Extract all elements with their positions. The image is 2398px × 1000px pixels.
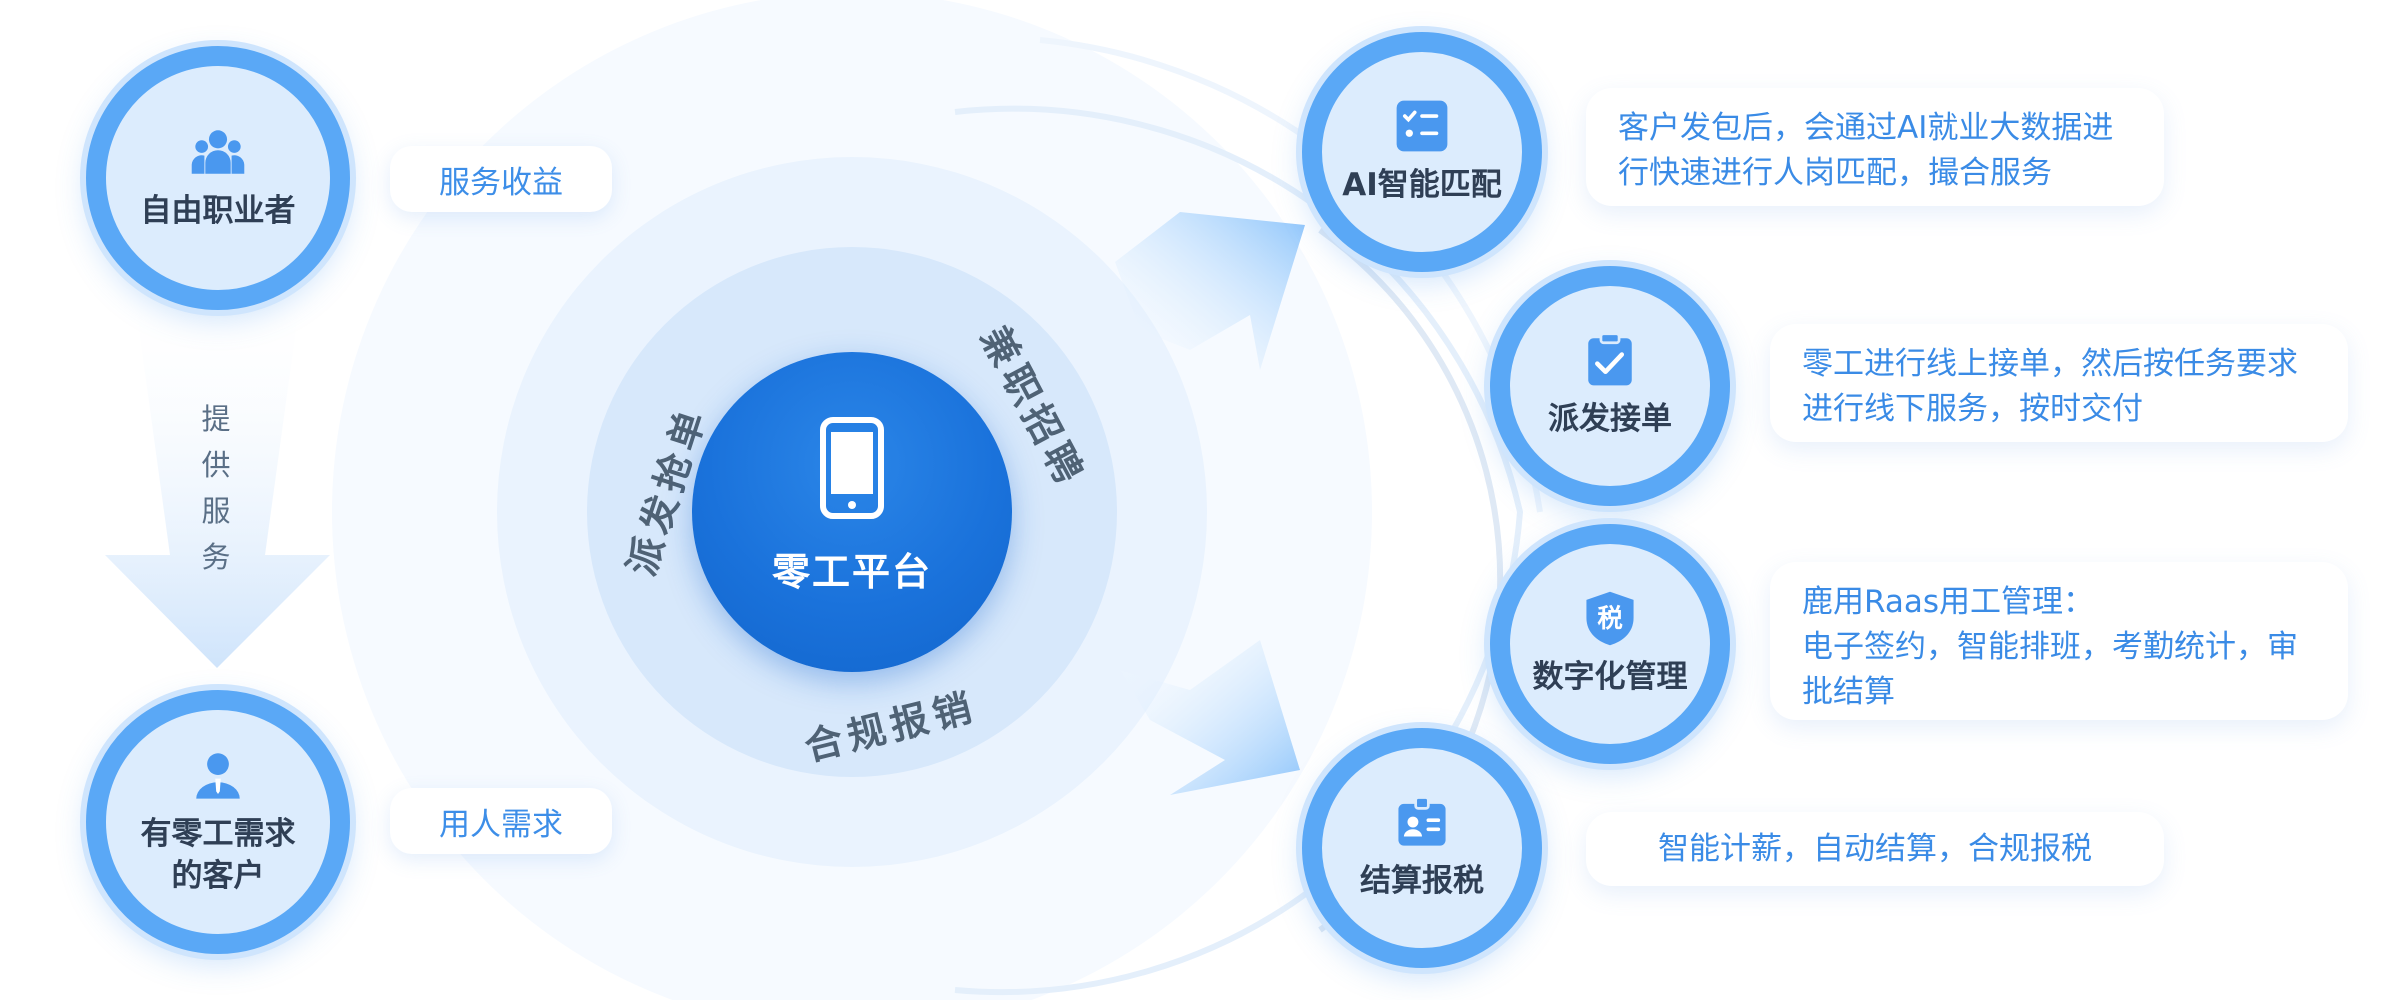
- platform-title: 零工平台: [771, 549, 932, 594]
- provide-char-3: 服: [201, 494, 231, 528]
- dispatch-node: 派发接单: [1490, 266, 1730, 506]
- id-badge-icon: [1398, 796, 1446, 846]
- hiring-demand-text: 用人需求: [439, 806, 563, 843]
- dispatch-desc-1: 零工进行线上接单，然后按任务要求: [1802, 346, 2298, 382]
- tax-icon-text: 税: [1597, 603, 1622, 633]
- customer-node: 有零工需求 的客户: [86, 690, 350, 954]
- customer-person-icon: [196, 753, 240, 799]
- service-income-text: 服务收益: [439, 164, 563, 201]
- digital-mgmt-label: 数字化管理: [1532, 659, 1688, 696]
- checklist-icon: [1396, 100, 1448, 152]
- ai-match-card: 客户发包后，会通过AI就业大数据进 行快速进行人岗匹配，撮合服务: [1586, 88, 2164, 206]
- settlement-desc-1: 智能计薪，自动结算，合规报税: [1658, 830, 2092, 867]
- digital-mgmt-desc-1: 鹿用Raas用工管理：: [1802, 584, 2095, 620]
- ai-match-desc-2: 行快速进行人岗匹配，撮合服务: [1618, 154, 2052, 191]
- digital-mgmt-desc-3: 批结算: [1802, 673, 1895, 710]
- dispatch-card: 零工进行线上接单，然后按任务要求 进行线下服务，按时交付: [1770, 324, 2348, 442]
- settlement-node: 结算报税: [1302, 728, 1542, 968]
- center-core: 零工平台: [692, 352, 1012, 672]
- outer-arc: [954, 105, 1524, 996]
- arrow-down-right: [1120, 640, 1300, 795]
- down-arrow: [105, 300, 330, 668]
- digital-mgmt-desc-2: 电子签约，智能排班，考勤统计，审: [1802, 628, 2298, 665]
- provide-service-text: 提 供 服 务: [196, 396, 236, 580]
- customer-label: 有零工需求 的客户: [141, 814, 296, 898]
- freelancer-node: 自由职业者: [86, 46, 350, 310]
- ai-match-desc-1: 客户发包后，会通过AI就业大数据进: [1618, 110, 2114, 146]
- digital-mgmt-node: 税 数字化管理: [1490, 524, 1730, 764]
- ai-match-node: AI智能匹配: [1302, 32, 1542, 272]
- provide-char-1: 提: [201, 402, 231, 436]
- customer-label-line2: 的客户: [171, 858, 265, 894]
- dispatch-desc-2: 进行线下服务，按时交付: [1802, 390, 2143, 427]
- digital-mgmt-card: 鹿用Raas用工管理： 电子签约，智能排班，考勤统计，审 批结算: [1770, 562, 2348, 720]
- arrow-up-right: [1115, 212, 1305, 370]
- tax-shield-icon: 税: [1586, 591, 1634, 646]
- people-group-icon: [191, 130, 245, 174]
- service-income-pill: 服务收益: [390, 146, 612, 212]
- hiring-demand-pill: 用人需求: [390, 788, 612, 854]
- provide-char-4: 务: [201, 540, 231, 574]
- customer-label-line1: 有零工需求: [140, 816, 296, 853]
- freelancer-label: 自由职业者: [140, 193, 296, 230]
- provide-char-2: 供: [201, 448, 231, 482]
- smartphone-icon: [820, 416, 884, 519]
- settlement-card: 智能计薪，自动结算，合规报税: [1586, 812, 2164, 886]
- clipboard-check-icon: [1588, 332, 1632, 386]
- ai-match-label: AI智能匹配: [1342, 167, 1502, 204]
- settlement-label: 结算报税: [1360, 863, 1484, 900]
- dispatch-label: 派发接单: [1548, 401, 1672, 438]
